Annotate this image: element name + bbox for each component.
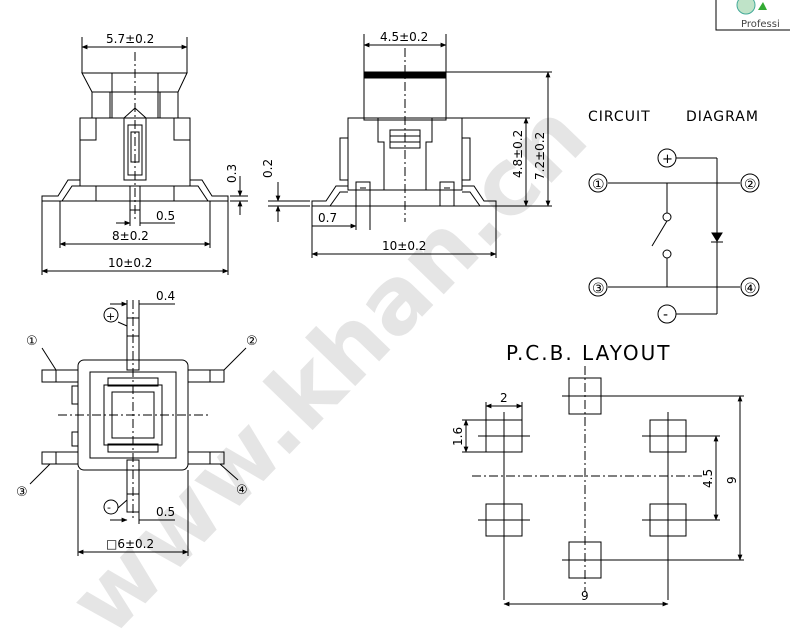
top-view-pin2: ② [246, 334, 258, 349]
dim-lead-gap: 0.3 [225, 164, 239, 183]
company-logo: Professi [715, 0, 790, 31]
dim-lead-length-front: 0.7 [318, 211, 337, 225]
circuit-plus-circle [657, 148, 677, 168]
circuit-pin2-label: ② [744, 177, 757, 193]
circuit-pin3-circle [588, 277, 608, 297]
pcb-dim-outer-h: 9 [581, 589, 589, 603]
top-view [29, 300, 247, 556]
circuit-diagram [588, 148, 760, 324]
circuit-title-right: DIAGRAM [686, 109, 759, 125]
circuit-pin4-circle [740, 277, 760, 297]
dim-top-lead-width: 0.4 [156, 289, 175, 303]
top-view-plus: + [106, 310, 115, 323]
dim-height-body: 4.8±0.2 [511, 130, 525, 178]
pcb-dim-pad-width: 2 [500, 391, 508, 405]
circuit-pin4-label: ④ [744, 281, 757, 297]
circuit-plus-label: + [662, 152, 673, 167]
circuit-pin2-circle [740, 173, 760, 193]
pcb-layout [462, 366, 744, 607]
side-view [41, 37, 248, 275]
top-view-pin3: ③ [16, 485, 28, 500]
circuit-minus-circle [657, 304, 677, 324]
circuit-pin3-label: ③ [592, 281, 605, 297]
top-view-minus: - [107, 501, 111, 514]
pcb-dim-pad-height: 1.6 [451, 427, 465, 446]
dim-length-front: 10±0.2 [382, 239, 426, 253]
logo-text: Professi [741, 19, 780, 30]
top-view-pin1: ① [26, 334, 38, 349]
pcb-dim-inner-spacing: 4.5 [701, 469, 715, 488]
dim-width-front: 4.5±0.2 [380, 30, 428, 44]
circuit-minus-label: - [663, 307, 668, 323]
dim-body-square: □6±0.2 [106, 537, 154, 551]
pcb-title: P.C.B. LAYOUT [506, 341, 672, 365]
top-view-pin4: ④ [236, 483, 248, 498]
dim-height-total: 7.2±0.2 [533, 132, 547, 180]
dim-lead-width-side: 0.5 [156, 209, 175, 223]
dim-lead-span: 8±0.2 [112, 229, 149, 243]
dim-length-side: 10±0.2 [108, 256, 152, 270]
dim-width-side: 5.7±0.2 [106, 32, 154, 46]
circuit-title-left: CIRCUIT [588, 109, 651, 125]
circuit-pin1-label: ① [592, 177, 605, 193]
dim-lead-thickness: 0.2 [261, 159, 275, 178]
pcb-dim-outer-v: 9 [725, 476, 739, 484]
circuit-pin1-circle [588, 173, 608, 193]
front-view [268, 34, 552, 258]
dim-bottom-lead-width: 0.5 [156, 505, 175, 519]
